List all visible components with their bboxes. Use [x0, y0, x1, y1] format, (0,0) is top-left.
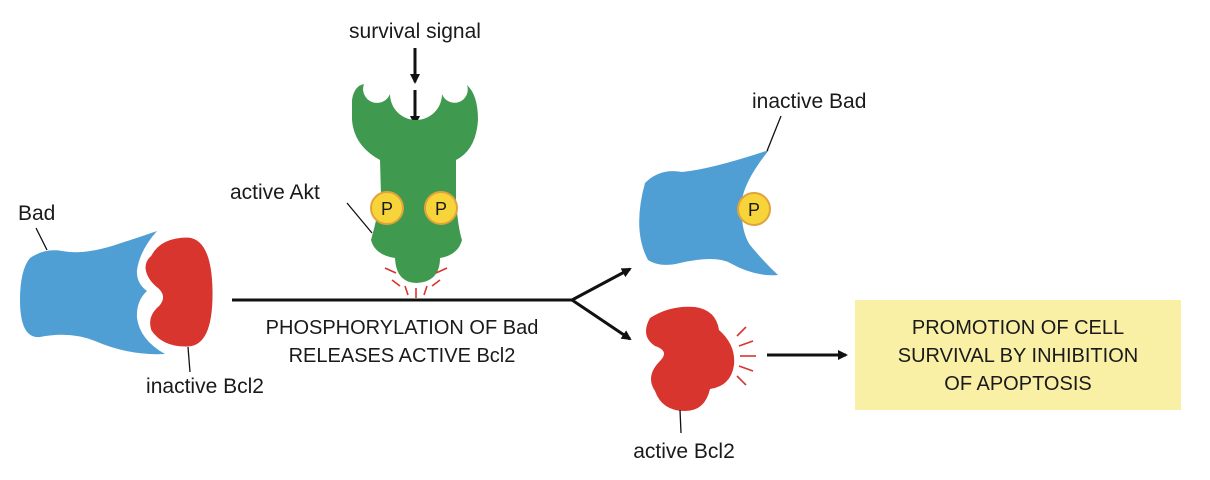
svg-text:P: P: [435, 199, 447, 219]
process-caption-line-1: PHOSPHORYLATION OF Bad: [266, 317, 539, 339]
active-bcl2-label: active Bcl2: [633, 440, 735, 463]
active-bcl2-protein: [646, 306, 735, 411]
bad-leader: [35, 227, 48, 251]
inactive-bad-phosphate: P: [737, 192, 771, 226]
active-bcl2-leader: [679, 409, 682, 434]
process-caption-line-2: RELEASES ACTIVE Bcl2: [289, 345, 516, 367]
outcome-line-1: PROMOTION OF CELL: [912, 317, 1124, 339]
inactive-bcl2-leader: [187, 346, 191, 373]
bad-protein: [20, 231, 165, 355]
akt-activity-rays: [384, 267, 448, 298]
inactive-bad-protein: [639, 150, 778, 276]
inactive-bcl2-protein: [142, 234, 216, 350]
inactive-bad-label: inactive Bad: [752, 90, 866, 113]
svg-text:P: P: [381, 199, 393, 219]
active-akt-leader: [346, 202, 373, 234]
active-akt-label: active Akt: [230, 181, 320, 204]
outcome-line-2: SURVIVAL BY INHIBITION: [898, 345, 1138, 367]
survival-signal-label: survival signal: [349, 20, 481, 43]
outcome-box: [855, 300, 1181, 410]
akt-protein: [352, 84, 478, 283]
inactive-bcl2-label: inactive Bcl2: [146, 375, 264, 398]
arrow-to-inactive-bad: [571, 267, 632, 302]
akt-phosphate-2: P: [424, 191, 458, 225]
akt-phosphate-1: P: [370, 191, 404, 225]
bcl2-activity-rays: [736, 326, 756, 386]
outcome-line-3: OF APOPTOSIS: [944, 373, 1091, 395]
svg-text:P: P: [748, 200, 760, 220]
bad-label: Bad: [18, 202, 55, 225]
inactive-bad-leader: [766, 115, 782, 152]
arrow-to-active-bcl2: [571, 298, 632, 341]
